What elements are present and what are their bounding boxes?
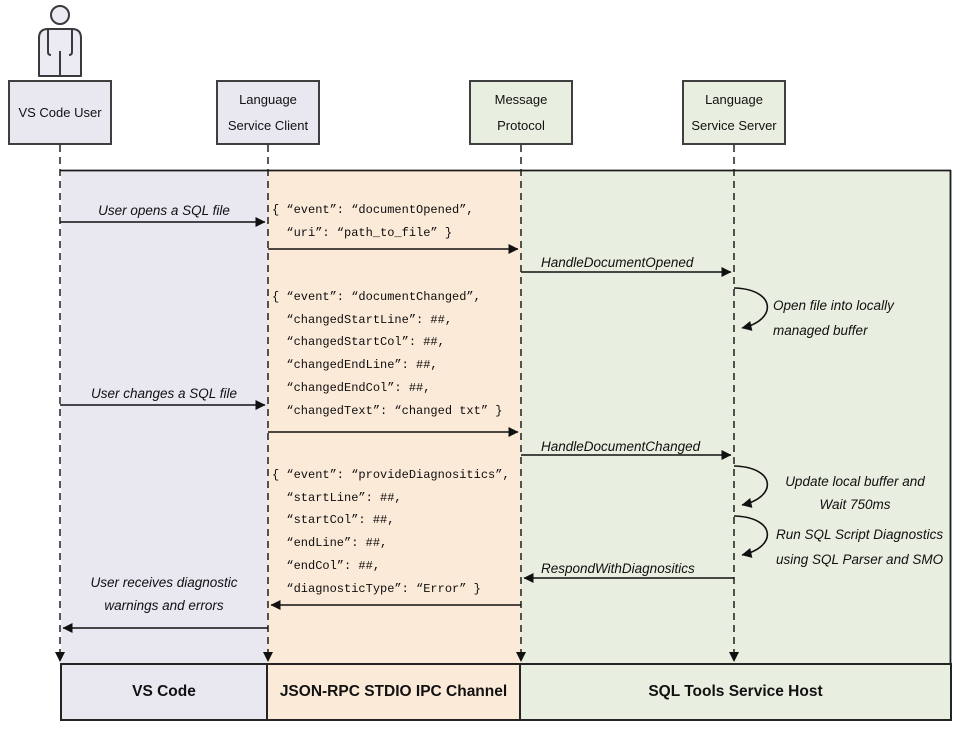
footer-row: VS Code JSON-RPC STDIO IPC Channel SQL T… [60, 663, 952, 721]
lifeline-end-arrow-client [263, 652, 273, 662]
label-user-opens-sql-file: User opens a SQL file [98, 203, 230, 218]
lifeline-end-arrow-protocol [516, 652, 526, 662]
footer-box-sql-tools-host: SQL Tools Service Host [521, 665, 950, 719]
lifeline-end-arrow-user [55, 652, 65, 662]
self-loop-run-diagnostics [733, 515, 769, 558]
header-box-message-protocol: Message Protocol [469, 80, 573, 145]
json-message-provide-diagnostics: { “event”: “provideDiagnositics”, “start… [272, 468, 510, 596]
label-handle-document-opened: HandleDocumentOpened [541, 255, 694, 270]
label-user-changes-sql-file: User changes a SQL file [90, 386, 238, 401]
lane-json-rpc-channel [268, 171, 521, 663]
label-handle-document-changed: HandleDocumentChanged [541, 439, 701, 454]
lane-sql-tools-host [521, 171, 951, 663]
self-loop-open-file [733, 287, 769, 331]
header-box-language-service-server: Language Service Server [682, 80, 786, 145]
json-message-document-changed: { “event”: “documentChanged”, “changedSt… [272, 290, 503, 418]
footer-box-json-rpc-channel: JSON-RPC STDIO IPC Channel [268, 665, 521, 719]
label-user-receives-diagnostics: User receives diagnostic warnings and er… [90, 575, 238, 613]
note-update-local-buffer: Update local buffer and Wait 750ms [785, 474, 925, 512]
user-actor-icon [38, 5, 82, 77]
header-box-language-service-client: Language Service Client [216, 80, 320, 145]
label-respond-with-diagnostics: RespondWithDiagnositics [541, 561, 695, 576]
json-message-document-opened: { “event”: “documentOpened”, “uri”: “pat… [272, 203, 474, 240]
header-box-vscode-user: VS Code User [8, 80, 112, 145]
lifeline-end-arrow-server [729, 652, 739, 662]
lane-vscode [61, 171, 268, 663]
note-run-sql-diagnostics: Run SQL Script Diagnostics using SQL Par… [776, 527, 944, 567]
footer-box-vscode: VS Code [62, 665, 268, 719]
self-loop-update-buffer [733, 465, 769, 508]
note-open-file-into-buffer: Open file into locally managed buffer [773, 298, 894, 338]
